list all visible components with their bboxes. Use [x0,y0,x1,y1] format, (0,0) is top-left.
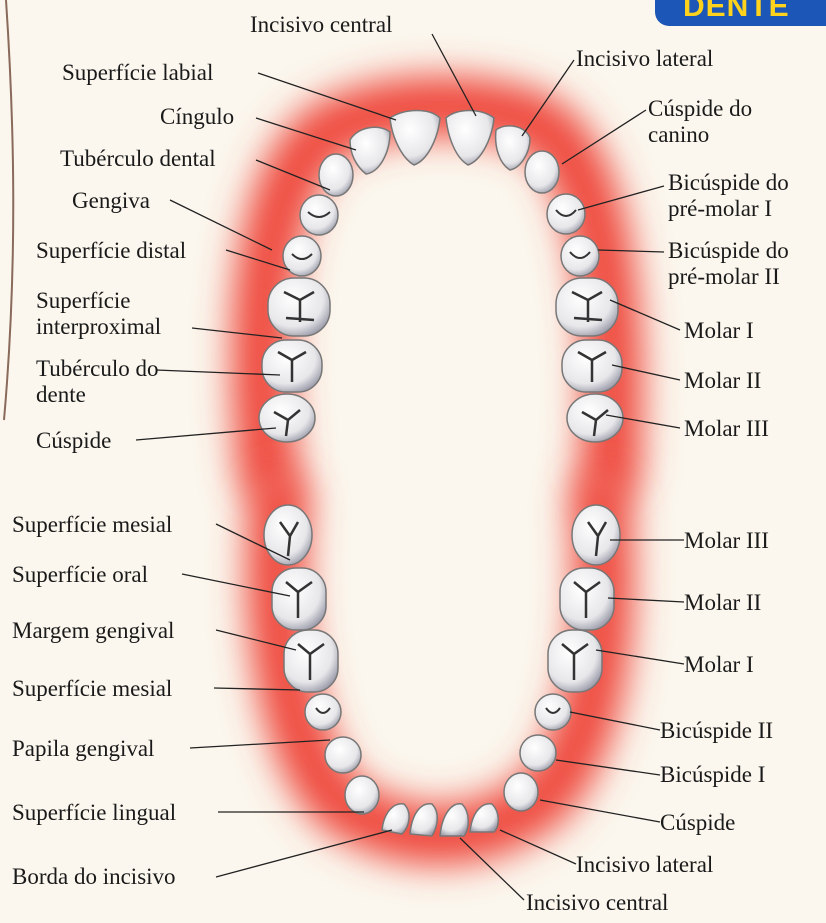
label-lower-molar-2: Molar II [684,590,761,616]
label-incisal-edge: Borda do incisivo [12,864,176,890]
title-banner: DENTE [655,0,826,26]
label-oral-surface: Superfície oral [12,562,148,588]
label-lower-molar-1: Molar I [684,652,754,678]
tooth-lower-premolar1-left [325,737,361,773]
label-mesial-surface-1: Superfície mesial [12,512,172,538]
label-cingulum: Cíngulo [160,104,234,130]
label-distal-surface: Superfície distal [36,238,186,264]
label-lower-lateral-incisor: Incisivo lateral [576,852,713,878]
label-lower-bicuspid-2: Bicúspide II [660,718,773,744]
tooth-upper-central-incisor-right [446,111,494,166]
tooth-upper-premolar1-right [547,194,585,234]
label-lower-bicuspid-1: Bicúspide I [660,762,765,788]
label-dental-tubercle: Tubérculo dental [60,146,216,172]
tooth-lower-canine-right [504,773,538,811]
label-canine-cusp: Cúspide do canino [648,96,772,148]
label-upper-molar-2: Molar II [684,368,761,394]
tooth-upper-premolar2-right [561,236,599,276]
label-premolar-2: Bicúspide do pré-molar II [668,238,824,290]
label-upper-molar-3: Molar III [684,416,769,442]
page-edge [4,0,13,420]
label-lower-molar-3: Molar III [684,528,769,554]
label-upper-molar-1: Molar I [684,318,754,344]
tooth-upper-central-incisor-left [390,111,440,166]
label-gingival-margin: Margem gengival [12,618,174,644]
title-banner-text: DENTE [683,0,790,24]
tooth-lower-premolar1-right [520,735,556,771]
label-tooth-tubercle: Tubérculo do dente [36,356,160,408]
label-upper-lateral-incisor: Incisivo lateral [576,46,713,72]
label-mesial-surface-2: Superfície mesial [12,676,172,702]
label-upper-central-incisor: Incisivo central [250,12,392,38]
label-labial-surface: Superfície labial [62,60,213,86]
tooth-upper-canine-left [319,154,353,196]
label-lower-cusp: Cúspide [660,810,735,836]
label-gum: Gengiva [72,188,150,214]
label-lingual-surface: Superfície lingual [12,800,176,826]
label-upper-cusp: Cúspide [36,428,111,454]
label-premolar-1: Bicúspide do pré-molar I [668,170,824,222]
tooth-upper-canine-right [525,151,559,193]
label-lower-central-incisor: Incisivo central [526,890,668,916]
tooth-upper-lateral-incisor-left [350,127,390,174]
label-interproximal-surface: Superfície interproximal [36,288,196,340]
tooth-lower-canine-left [345,776,379,814]
label-gingival-papilla: Papila gengival [12,736,154,762]
tooth-upper-premolar1-left [300,195,338,235]
